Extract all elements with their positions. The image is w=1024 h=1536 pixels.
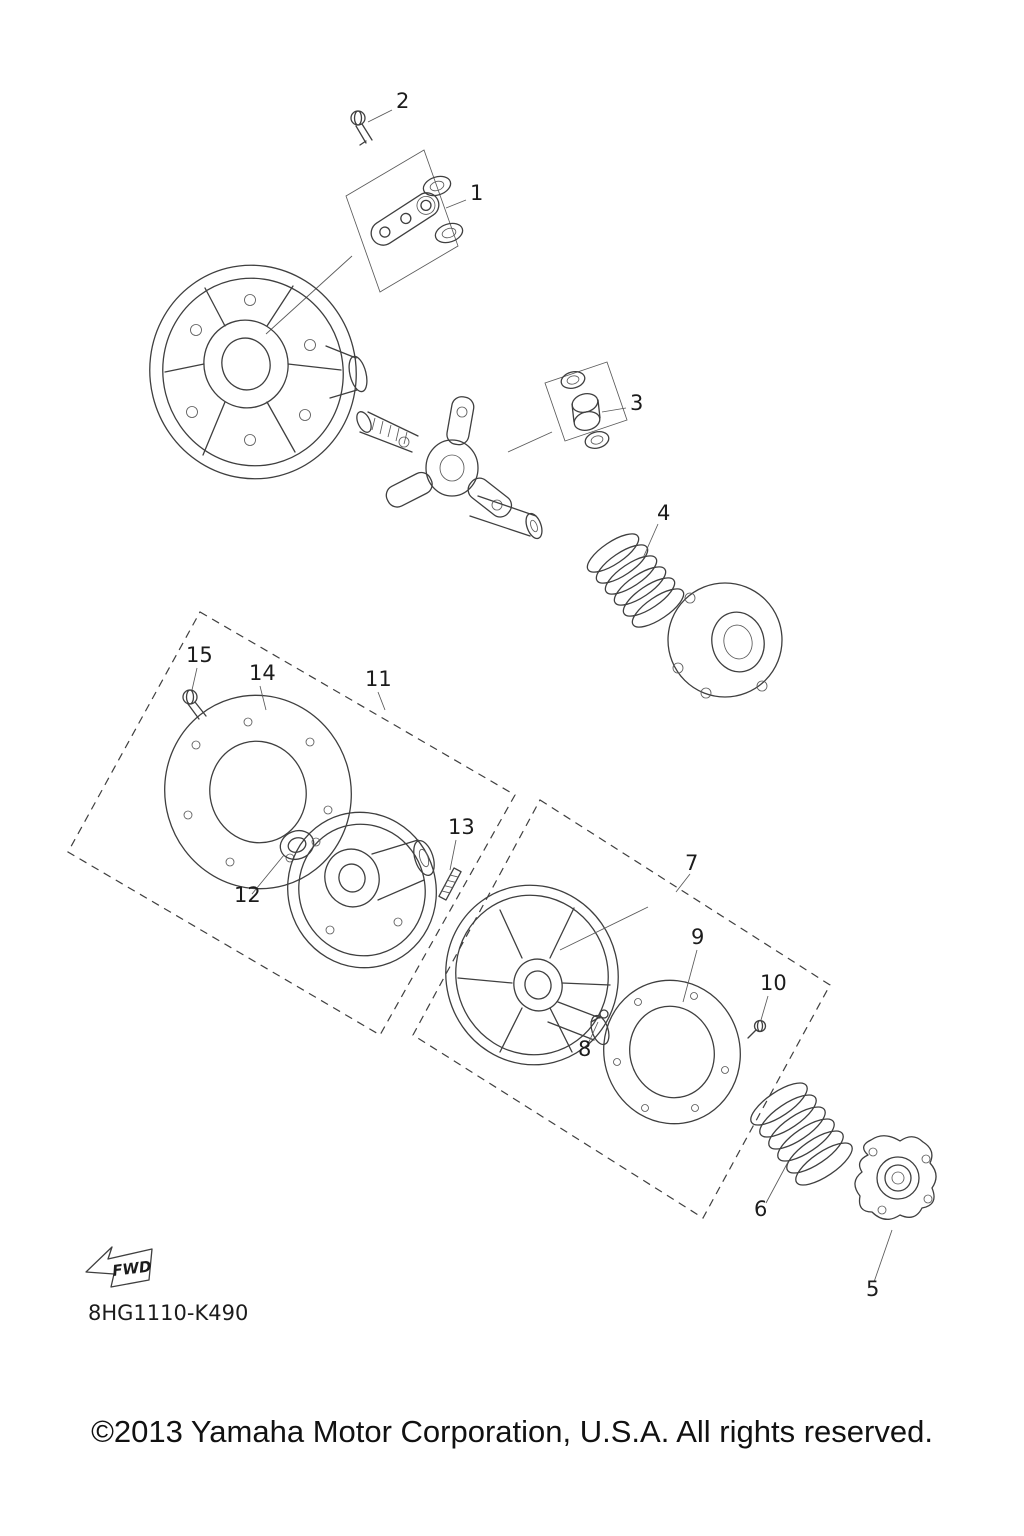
- callout-3: 3: [630, 391, 643, 415]
- bushing-plate-outline: [507, 361, 628, 453]
- part-bolt-2: [350, 110, 373, 146]
- callout-11: 11: [365, 667, 392, 691]
- callout-9: 9: [691, 925, 704, 949]
- part-sheave-11: [287, 811, 437, 969]
- part-spring-4: [586, 533, 685, 628]
- part-spoked-sheave-8: [445, 884, 649, 1066]
- callout-5: 5: [866, 1277, 879, 1301]
- callout-6: 6: [754, 1197, 767, 1221]
- exploded-parts-diagram: 2 1 3 4 15 14 11 13 12 7 9 10 8 6 5 FWD …: [67, 89, 937, 1325]
- mount-plate-outline: [265, 149, 459, 335]
- part-lever-arm-1: [370, 192, 440, 246]
- part-bolt-15: [182, 689, 207, 720]
- kit-box-1: [67, 611, 516, 1036]
- part-spring-6: [750, 1082, 853, 1186]
- part-bushing-3: [560, 371, 610, 449]
- callout-8: 8: [578, 1037, 591, 1061]
- part-bolt-10: [747, 1019, 767, 1039]
- copyright-text: ©2013 Yamaha Motor Corporation, U.S.A. A…: [91, 1414, 933, 1449]
- callout-4: 4: [657, 501, 670, 525]
- callout-1: 1: [470, 181, 483, 205]
- washer-upper: [422, 175, 452, 197]
- callout-2: 2: [396, 89, 409, 113]
- leader-lines: [191, 109, 893, 1283]
- callout-14: 14: [249, 661, 276, 685]
- washer-lower: [434, 222, 464, 244]
- callout-10: 10: [760, 971, 787, 995]
- primary-sheave-housing: [149, 264, 368, 480]
- diagram-code: 8HG1110-K490: [88, 1301, 248, 1325]
- callout-12: 12: [234, 883, 261, 907]
- callout-15: 15: [186, 643, 213, 667]
- fwd-label: FWD: [111, 1257, 152, 1280]
- callout-13: 13: [448, 815, 475, 839]
- spider-shaft-assembly: [356, 396, 543, 540]
- cover-housing: [667, 582, 783, 699]
- kit-box-2: [412, 799, 831, 1219]
- part-cap-5: [854, 1135, 937, 1220]
- fwd-arrow: FWD: [85, 1246, 153, 1288]
- callout-7: 7: [685, 851, 698, 875]
- part-stud-13: [438, 867, 462, 901]
- part-gasket-9: [603, 979, 741, 1125]
- part-ring-14: [164, 694, 352, 890]
